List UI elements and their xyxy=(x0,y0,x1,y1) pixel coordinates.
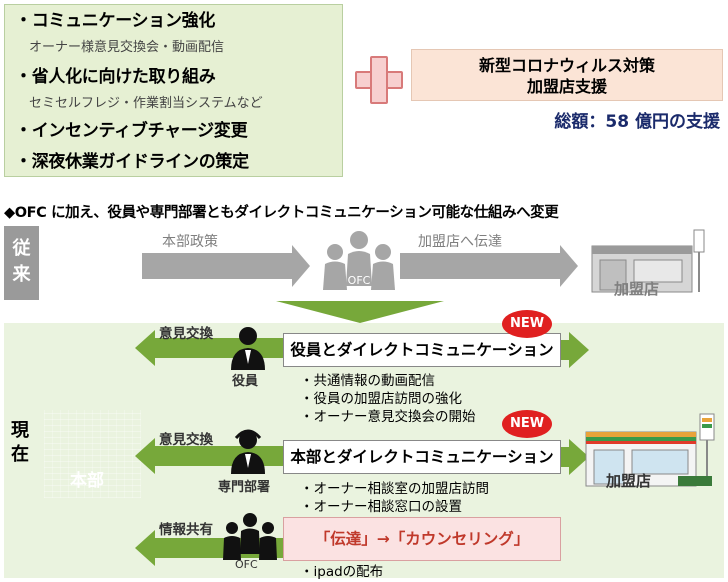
current-tag: 現在 xyxy=(11,420,29,465)
support-line2: 加盟店支援 xyxy=(526,77,607,96)
transmit-arrow xyxy=(400,245,578,287)
executive-direct-box: 役員とダイレクトコミュニケーション xyxy=(283,333,561,367)
hq-label-current: 本部 xyxy=(70,471,104,491)
exchange-label: 意見交換 xyxy=(159,432,213,448)
counseling-bullets: ・ipadの配布 xyxy=(300,563,383,581)
initiative-subtitle: セミセルフレジ・作業割当システムなど xyxy=(29,96,263,111)
hq-direct-box: 本部とダイレクトコミュニケーション xyxy=(283,440,561,474)
hq-label: 本部 xyxy=(61,280,94,299)
executive-label: 役員 xyxy=(232,374,259,389)
store-color-icon xyxy=(585,413,715,487)
bullet-item: ・オーナー意見交換会の開始 xyxy=(300,409,476,425)
new-badge: NEW xyxy=(502,410,552,438)
support-total: 総額：58 億円の支援 xyxy=(554,112,720,132)
exchange-arrow-right xyxy=(561,439,589,475)
initiative-title: ・コミュニケーション強化 xyxy=(15,11,216,31)
before-tag-text: 従来 xyxy=(12,238,31,285)
initiative-title: ・省人化に向けた取り組み xyxy=(15,67,216,87)
hq-building-image-current: 本部 xyxy=(44,410,141,498)
policy-label: 本部政策 xyxy=(162,234,218,250)
initiative-subtitle: オーナー様意見交換会・動画配信 xyxy=(29,40,225,55)
executive-bullets: ・共通情報の動画配信 ・役員の加盟店訪問の強化 ・オーナー意見交換会の開始 xyxy=(300,372,476,426)
store-gray-icon xyxy=(591,229,705,293)
initiative-title: ・深夜休業ガイドラインの策定 xyxy=(15,152,249,172)
bullet-item: ・ipadの配布 xyxy=(300,564,384,580)
department-label: 専門部署 xyxy=(218,480,271,495)
exchange-arrow-right xyxy=(561,332,589,368)
ofc-label: OFC xyxy=(348,274,371,287)
support-line1: 新型コロナウィルス対策 xyxy=(478,56,655,75)
share-label: 情報共有 xyxy=(159,522,213,538)
initiative-title: ・インセンティブチャージ変更 xyxy=(15,121,248,141)
counseling-box: 「伝達」→「カウンセリング」 xyxy=(283,517,561,561)
store-label-before: 加盟店 xyxy=(614,280,660,298)
ofc-group-icon-current xyxy=(223,513,277,560)
bullet-item: ・オーナー相談窓口の設置 xyxy=(300,499,462,515)
exchange-label: 意見交換 xyxy=(159,326,213,342)
ofc-label-current: OFC xyxy=(235,558,258,571)
bullet-item: ・オーナー相談室の加盟店訪問 xyxy=(300,481,489,497)
before-tag: 従来 xyxy=(4,226,39,300)
bullet-item: ・共通情報の動画配信 xyxy=(300,373,435,389)
initiatives-panel: ・コミュニケーション強化 オーナー様意見交換会・動画配信 ・省人化に向けた取り組… xyxy=(4,4,343,177)
policy-arrow xyxy=(142,245,310,287)
change-down-arrow xyxy=(276,301,444,323)
ofc-group-icon: OFC xyxy=(323,231,395,290)
hq-building-image: 本部 xyxy=(45,226,132,300)
executive-icon xyxy=(231,327,265,370)
new-badge: NEW xyxy=(502,310,552,338)
bullet-item: ・役員の加盟店訪問の強化 xyxy=(300,391,462,407)
hq-bullets: ・オーナー相談室の加盟店訪問 ・オーナー相談窓口の設置 xyxy=(300,480,489,516)
store-label-current: 加盟店 xyxy=(606,472,652,490)
transmit-label: 加盟店へ伝達 xyxy=(418,234,502,250)
department-staff-icon xyxy=(231,429,265,474)
covid-support-box: 新型コロナウィルス対策 加盟店支援 xyxy=(411,49,723,101)
section-headline: ◆OFC に加え、役員や専門部署ともダイレクトコミュニケーション可能な仕組みへ変… xyxy=(4,205,559,221)
